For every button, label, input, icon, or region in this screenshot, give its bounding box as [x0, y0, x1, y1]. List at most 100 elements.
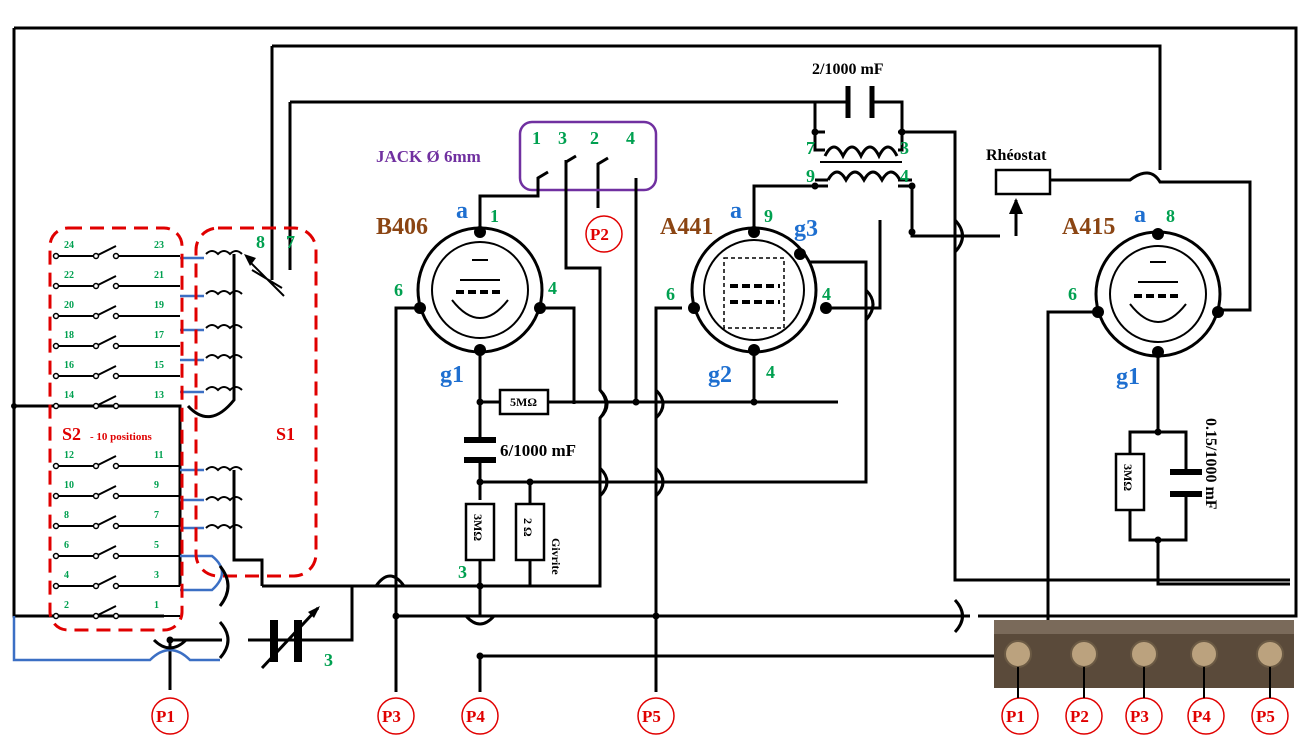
- switch-contact-point: [112, 552, 120, 560]
- switch-contact-line: [56, 335, 180, 347]
- switch-contact-point: [112, 312, 120, 320]
- switch-contact-point: [112, 612, 120, 620]
- switch-contact-number-right: 5: [154, 540, 159, 551]
- tube-a415-name: A415: [1062, 214, 1115, 240]
- switch-contact-point: [52, 582, 60, 590]
- switch-contact-point: [92, 612, 100, 620]
- point-pads: [151, 215, 1289, 735]
- switch-contact-point: [52, 462, 60, 470]
- transfo-7: 7: [806, 138, 815, 158]
- switch-contact-number-left: 24: [64, 240, 74, 251]
- switch-contact-point: [92, 252, 100, 260]
- a441-pin-g3: g3: [794, 216, 818, 242]
- switch-contact-line: [56, 455, 180, 467]
- switch-contact-point: [52, 252, 60, 260]
- switch-contact-point: [52, 522, 60, 530]
- transfo-9: 9: [806, 166, 815, 186]
- pad-p1: P1: [156, 707, 175, 726]
- switch-contact-number-left: 10: [64, 480, 74, 491]
- switch-contact-number-left: 4: [64, 570, 69, 581]
- resistor-3m-right: [1114, 452, 1146, 512]
- switch-contact-line: [56, 275, 180, 287]
- s2-note: - 10 positions: [90, 431, 152, 443]
- resistor-3m: [464, 502, 496, 562]
- switch-contact-number-left: 22: [64, 270, 74, 281]
- switch-contact-point: [112, 252, 120, 260]
- jack-pin-4: 4: [626, 128, 635, 148]
- switch-contact-number-left: 20: [64, 300, 74, 311]
- labels: B406 A441 A415 a 1 6 4 g1 a 9 g3 6 4 g2 …: [62, 61, 1275, 726]
- r3m-label: 3MΩ: [471, 514, 485, 541]
- terminal-photo: [994, 620, 1294, 698]
- a441-pin-a: a: [730, 198, 742, 224]
- capacitor-right: [1170, 469, 1202, 497]
- transformer: [813, 132, 912, 184]
- photo-p5: P5: [1256, 707, 1275, 726]
- switch-contact-line: [56, 245, 180, 257]
- switch-contact-point: [92, 282, 100, 290]
- switch-contact-line: [56, 485, 180, 497]
- switch-contact-number-left: 18: [64, 330, 74, 341]
- switch-contact-point: [92, 402, 100, 410]
- switch-contact-point: [112, 492, 120, 500]
- switch-contact-number-left: 14: [64, 390, 74, 401]
- b406-pin-4: 4: [548, 278, 557, 298]
- transfo-4: 4: [900, 166, 909, 186]
- switch-contact-number-right: 15: [154, 360, 164, 371]
- a441-pin-9: 9: [764, 206, 773, 226]
- switch-contact-point: [92, 552, 100, 560]
- var-cap-pin: 3: [324, 650, 333, 670]
- switch-contact-number-right: 7: [154, 510, 159, 521]
- switch-contact-point: [52, 402, 60, 410]
- switch-s2: [48, 226, 184, 632]
- switch-contact-point: [52, 552, 60, 560]
- a441-pin-4: 4: [822, 284, 831, 304]
- junctions: [11, 128, 1162, 660]
- switch-contact-number-right: 23: [154, 240, 164, 251]
- switch-contact-number-left: 6: [64, 540, 69, 551]
- rheostat: [994, 168, 1052, 214]
- switch-contact-point: [52, 282, 60, 290]
- switch-contact-point: [52, 312, 60, 320]
- switch-contact-point: [52, 492, 60, 500]
- resistor-2ohm: [514, 502, 546, 562]
- switch-contact-point: [52, 342, 60, 350]
- switch-s1: [194, 226, 318, 578]
- node-3: 3: [458, 562, 467, 582]
- s2-label: S2: [62, 424, 81, 444]
- switch-contact-number-right: 3: [154, 570, 159, 581]
- r2-label: 2 Ω: [521, 518, 535, 537]
- switch-contact-number-right: 21: [154, 270, 164, 281]
- switch-contact-point: [112, 372, 120, 380]
- switch-contact-point: [112, 342, 120, 350]
- switch-contact-number-left: 12: [64, 450, 74, 461]
- switch-contact-point: [112, 282, 120, 290]
- a441-pin-4b: 4: [766, 362, 775, 382]
- tube-a415: [1092, 228, 1224, 358]
- switch-contact-number-left: 16: [64, 360, 74, 371]
- switch-contact-point: [112, 582, 120, 590]
- switch-contact-point: [52, 372, 60, 380]
- pad-p3: P3: [382, 707, 401, 726]
- coil-8: 8: [256, 232, 265, 252]
- switch-contact-number-right: 17: [154, 330, 164, 341]
- switch-contact-number-right: 9: [154, 480, 159, 491]
- tube-b406-name: B406: [376, 214, 428, 240]
- photo-p1: P1: [1006, 707, 1025, 726]
- switch-contact-line: [56, 395, 180, 407]
- coil-7: 7: [286, 232, 295, 252]
- switch-contact-point: [92, 492, 100, 500]
- switch-contact-point: [92, 582, 100, 590]
- jack-pin-2: 2: [590, 128, 599, 148]
- blue-wiring: [12, 256, 224, 662]
- switch-contact-number-right: 19: [154, 300, 164, 311]
- a441-pin-6: 6: [666, 284, 675, 304]
- switch-contact-point: [112, 462, 120, 470]
- a415-pin-g1: g1: [1116, 364, 1140, 390]
- b406-pin-g1: g1: [440, 362, 464, 388]
- tube-a441: [688, 226, 832, 356]
- cap-mid-label: 6/1000 mF: [500, 441, 576, 460]
- pad-p4: P4: [466, 707, 485, 726]
